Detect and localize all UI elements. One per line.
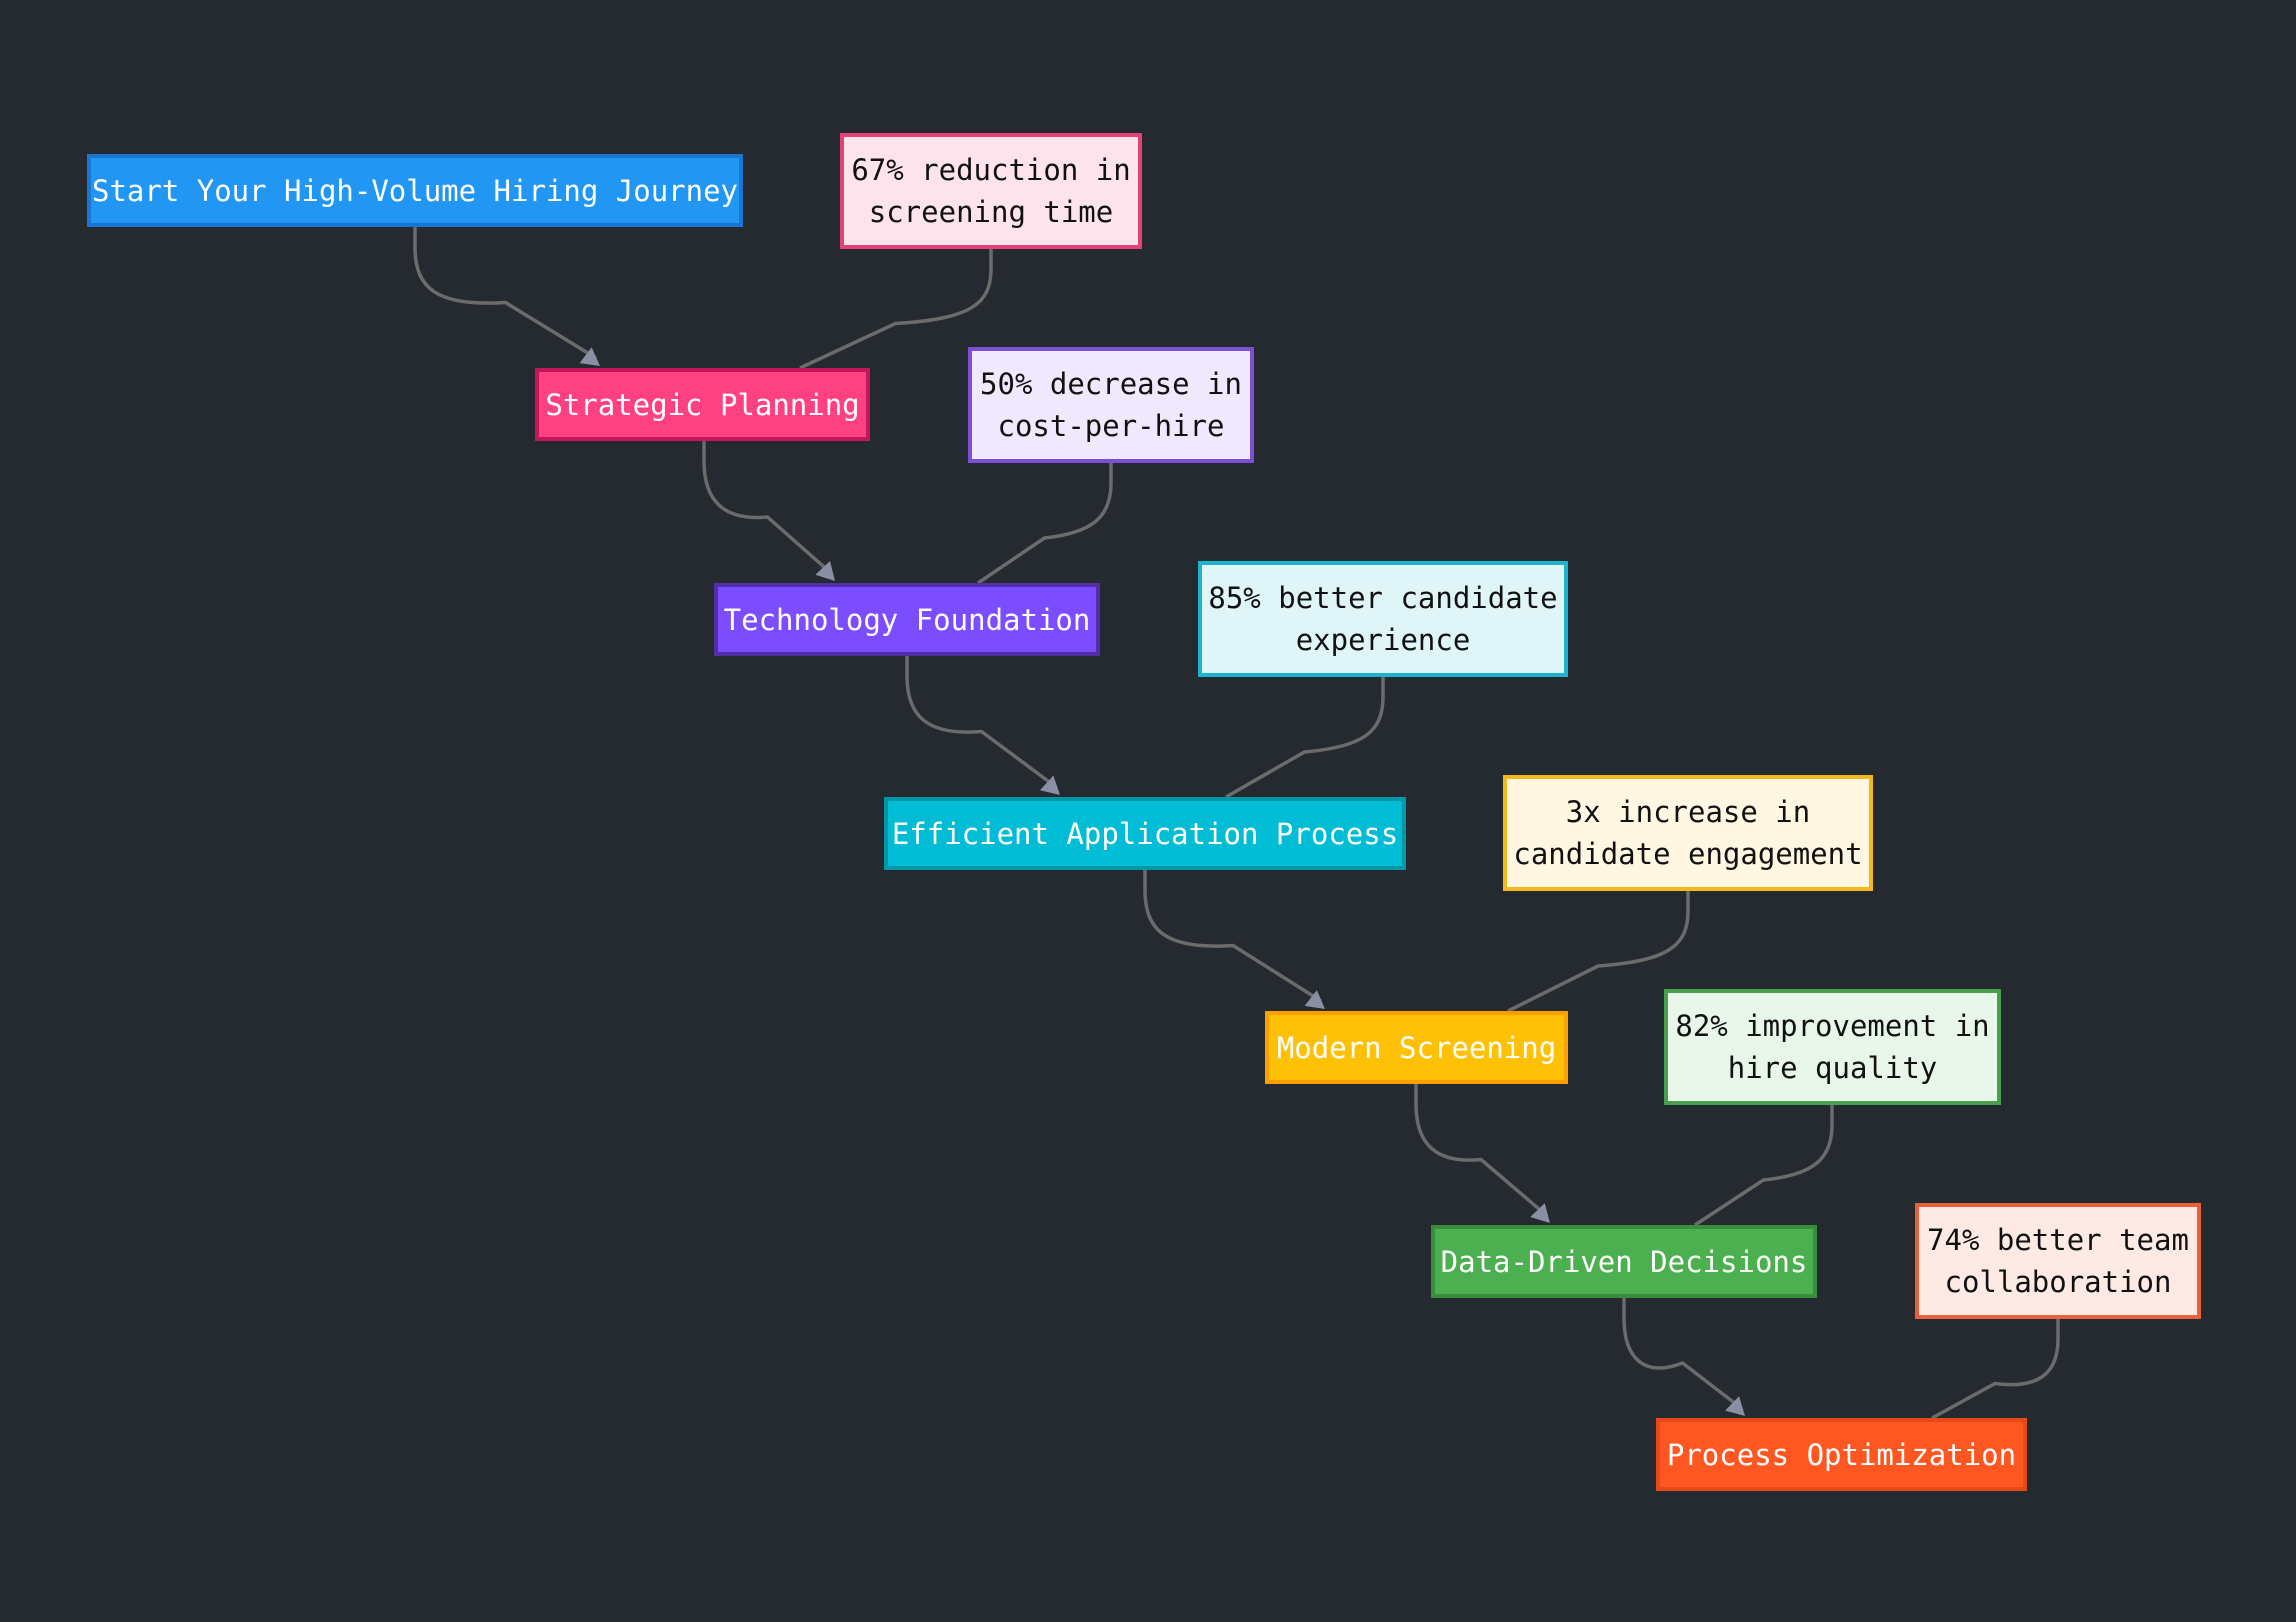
- flow-arrowhead-2: [815, 561, 835, 581]
- step-strategic-planning: Strategic Planning: [535, 368, 870, 441]
- note-screening-time: 67% reduction in screening time: [840, 133, 1142, 249]
- flow-arrowhead-5: [1530, 1203, 1550, 1223]
- note-connector-5: [1694, 1105, 1834, 1227]
- note-candidate-experience: 85% better candidate experience: [1198, 561, 1568, 677]
- flow-edge-1: [413, 227, 597, 360]
- flow-edge-6: [1622, 1298, 1743, 1410]
- note-candidate-engagement: 3x increase in candidate engagement: [1503, 775, 1873, 891]
- step-modern-screening: Modern Screening: [1265, 1011, 1568, 1084]
- note-cost-per-hire: 50% decrease in cost-per-hire: [968, 347, 1254, 463]
- flow-edge-4: [1143, 870, 1322, 1003]
- step-data-driven-decisions: Data-Driven Decisions: [1431, 1225, 1817, 1298]
- step-process-optimization: Process Optimization: [1656, 1418, 2027, 1491]
- step-technology-foundation: Technology Foundation: [714, 583, 1100, 656]
- flow-edge-3: [905, 656, 1058, 789]
- note-connector-4: [1507, 891, 1690, 1013]
- note-connector-6: [1931, 1319, 2060, 1420]
- flow-arrowhead-6: [1725, 1396, 1745, 1416]
- flow-arrowhead-3: [1039, 775, 1060, 795]
- flow-edge-2: [702, 441, 833, 575]
- flow-edge-5: [1414, 1084, 1548, 1217]
- flow-arrowhead-1: [579, 347, 600, 366]
- note-connector-3: [1225, 677, 1385, 799]
- flow-arrowhead-4: [1304, 990, 1325, 1009]
- note-connector-1: [799, 249, 993, 370]
- note-team-collaboration: 74% better team collaboration: [1915, 1203, 2201, 1319]
- step-start-hiring-journey: Start Your High-Volume Hiring Journey: [87, 154, 743, 227]
- step-efficient-application-process: Efficient Application Process: [884, 797, 1406, 870]
- note-connector-2: [977, 463, 1113, 585]
- note-hire-quality: 82% improvement in hire quality: [1664, 989, 2001, 1105]
